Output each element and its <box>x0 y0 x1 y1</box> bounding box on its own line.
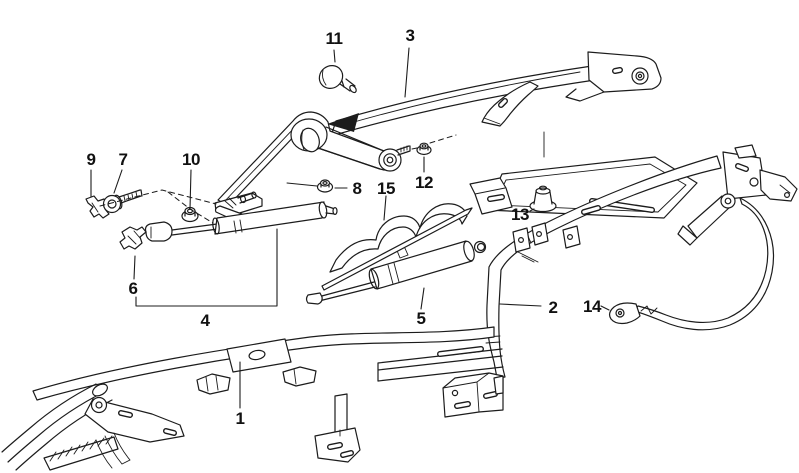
part-label-8: 8 <box>352 179 362 198</box>
leader-line-2 <box>499 303 542 307</box>
part-5-gas-strut-drawing <box>305 240 487 305</box>
leader-line-11 <box>333 49 336 63</box>
part-label-9: 9 <box>86 150 96 169</box>
assembly-axis-dashed-line <box>99 189 217 207</box>
leader-line-7 <box>113 169 123 194</box>
leader-line-14 <box>600 305 610 311</box>
pivot-lever-arm-drawing <box>214 111 457 223</box>
leader-line-15 <box>383 195 387 221</box>
part-label-15: 15 <box>377 179 395 198</box>
leader-lines <box>90 47 610 409</box>
part-8-nut-drawing <box>316 179 334 193</box>
part-label-7: 7 <box>118 150 128 169</box>
part-6-clamp-drawing <box>119 226 147 250</box>
part-3-crossbar-drawing <box>330 51 662 137</box>
leader-line-13 <box>529 208 535 212</box>
part-7-bolt-drawing <box>102 189 143 214</box>
part-label-6: 6 <box>128 279 138 298</box>
part-label-14: 14 <box>583 297 601 316</box>
part-10-nut-drawing <box>181 206 199 223</box>
part-4-gas-strut-drawing <box>144 201 338 242</box>
part-label-12: 12 <box>415 173 433 192</box>
part-label-5: 5 <box>416 309 426 328</box>
part-label-11: 11 <box>325 29 343 48</box>
leader-line-3 <box>404 47 410 98</box>
part-13-buffer-drawing <box>529 185 557 213</box>
leader-line-10 <box>189 169 192 210</box>
part-1-bow-rail-drawing <box>32 326 495 401</box>
part-12-nut-drawing <box>416 142 432 156</box>
part-label-2: 2 <box>548 298 558 317</box>
part-label-13: 13 <box>511 205 529 224</box>
part-label-1: 1 <box>235 409 245 428</box>
leader-line-6 <box>133 255 136 280</box>
tube-shadow-wedge <box>327 113 359 132</box>
part-15-bow-bracket-drawing <box>321 203 473 291</box>
part-label-4: 4 <box>200 311 210 330</box>
part-label-10: 10 <box>182 150 200 169</box>
part-label-3: 3 <box>405 26 415 45</box>
leader-line-5 <box>420 287 425 310</box>
part-14-strap-drawing <box>608 197 774 331</box>
part-11-ball-pin-drawing <box>318 65 357 94</box>
part-9-clip-drawing <box>85 195 110 219</box>
windscreen-frame-corner-drawing <box>1 383 185 471</box>
leader-line-4 <box>135 228 278 307</box>
